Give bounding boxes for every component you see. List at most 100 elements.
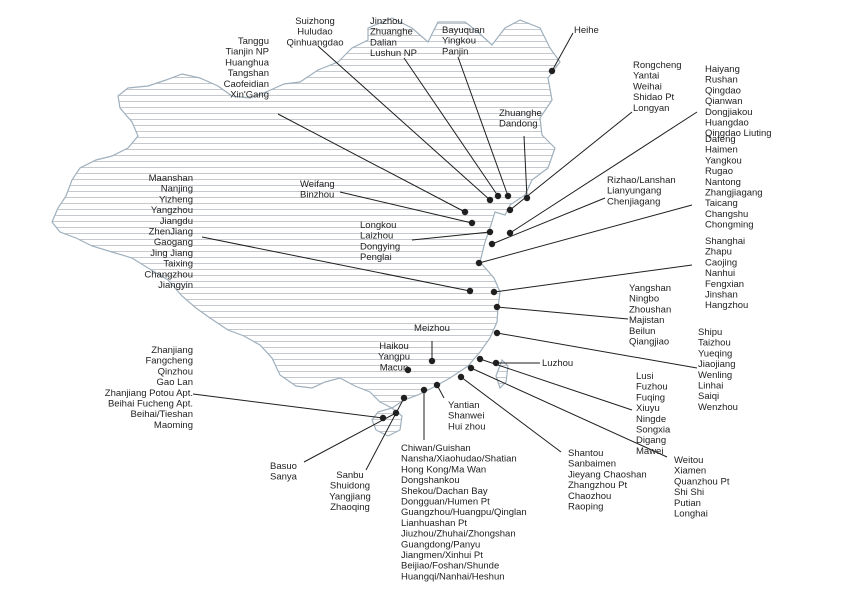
port-name: Dongshankou — [401, 475, 460, 486]
port-name: Maoming — [154, 420, 193, 431]
leader-line — [201, 236, 471, 292]
port-name: Chongming — [705, 220, 754, 231]
port-name: Taizhou — [698, 338, 731, 349]
port-dot — [468, 219, 476, 227]
port-name: Nanjing — [161, 184, 193, 195]
port-name: Saiqi — [698, 391, 719, 402]
port-name: Shanwei — [448, 411, 484, 422]
port-name: Majistan — [629, 315, 664, 326]
port-dot — [467, 364, 475, 372]
port-name: Meizhou — [414, 323, 450, 334]
leader-line — [365, 397, 405, 471]
leader-line — [479, 358, 633, 411]
port-name: ZhenJiang — [149, 227, 193, 238]
port-name: Hong Kong/Ma Wan — [401, 464, 486, 475]
port-name: Macun — [380, 362, 409, 373]
port-name: Longkou — [360, 220, 396, 231]
port-name: Fengxian — [705, 279, 744, 290]
port-name: Yantai — [633, 71, 659, 82]
port-name: Wenzhou — [698, 402, 738, 413]
port-name: Luzhou — [542, 358, 573, 369]
port-name: Raoping — [568, 502, 603, 513]
leader-line — [303, 412, 397, 463]
port-name: Qingdao — [705, 85, 741, 96]
port-name: Qianwan — [705, 96, 743, 107]
port-name: Jiangyin — [158, 280, 193, 291]
port-name: Wenling — [698, 370, 732, 381]
port-name: Dongjiakou — [705, 107, 753, 118]
leader-line — [509, 111, 698, 234]
port-name: Sanbaimen — [568, 459, 616, 470]
leader-line — [460, 376, 562, 453]
port-name: Shi Shi — [674, 487, 704, 498]
port-name: Putian — [674, 498, 701, 509]
port-name: Zhanjiang — [151, 345, 193, 356]
port-name: Nantong — [705, 177, 741, 188]
port-name: Panjin — [442, 46, 468, 57]
leader-line — [493, 264, 693, 293]
port-name: Beihai Fucheng Apt. — [108, 399, 193, 410]
port-name: Rongcheng — [633, 60, 682, 71]
port-name: Sanya — [270, 472, 298, 483]
china-mainland — [51, 17, 561, 409]
port-dot — [494, 192, 502, 200]
port-dot — [466, 287, 474, 295]
port-name: Jinshan — [705, 290, 738, 301]
leader-line — [478, 204, 693, 264]
port-name: Qingdao Liuting — [705, 128, 772, 139]
port-name: Beijiao/Foshan/Shunde — [401, 561, 499, 572]
leader-line — [411, 231, 491, 241]
port-name: Yangjiang — [329, 491, 371, 502]
port-name: Zhanjiang Potou Apt. — [105, 388, 193, 399]
port-name: Nanhui — [705, 268, 735, 279]
port-name: Xiamen — [674, 466, 706, 477]
port-name: Weitou — [674, 455, 703, 466]
port-name: Haiyang — [705, 64, 740, 75]
port-name: Lianhuashan Pt — [401, 518, 467, 529]
port-dot — [506, 229, 514, 237]
port-name: Shidao Pt — [633, 92, 675, 103]
port-name: Ningde — [636, 414, 666, 425]
port-group-meizhou: Meizhou — [414, 323, 450, 365]
port-name: Lusi — [636, 371, 653, 382]
port-name: Yueqing — [698, 348, 732, 359]
port-dot — [493, 303, 501, 311]
port-name: Tanggu — [238, 36, 269, 47]
port-name: Shipu — [698, 327, 722, 338]
port-name: Rugao — [705, 166, 733, 177]
port-name: Zhuanghe — [499, 108, 542, 119]
leader-line — [509, 111, 633, 211]
port-name: Hui zhou — [448, 421, 486, 432]
port-name: Penglai — [360, 252, 392, 263]
port-name: Beihai/Tieshan — [131, 409, 194, 420]
port-name: Dalian — [370, 37, 397, 48]
leader-line — [457, 56, 509, 197]
port-name: Basuo — [270, 461, 297, 472]
port-name: Quanzhou Pt — [674, 476, 730, 487]
port-name: Yangpu — [378, 352, 410, 363]
port-name: Linhai — [698, 381, 723, 392]
